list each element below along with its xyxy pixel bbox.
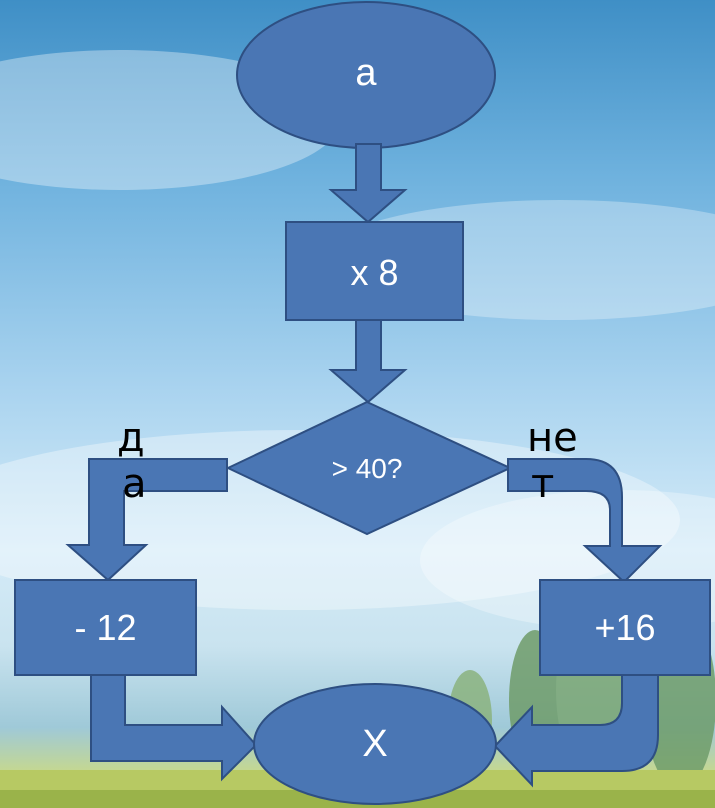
arrow-subtract-to-end (90, 674, 258, 782)
end-node-label: X (362, 723, 388, 765)
yes-branch-label-line2: а (122, 461, 147, 507)
arrow-multiply-to-condition (328, 319, 408, 404)
subtract-node-shape (14, 579, 197, 676)
add-node-shape (539, 579, 711, 676)
multiply-node-shape (285, 221, 464, 321)
condition-node-label: > 40? (331, 453, 403, 484)
no-branch-label-line2: т (531, 461, 555, 507)
arrow-add-to-end (493, 674, 659, 788)
arrow-start-to-multiply (328, 143, 408, 224)
start-node-label: a (355, 52, 377, 94)
subtract-node-label: - 12 (74, 607, 137, 648)
no-branch-label-line1: не (527, 415, 578, 461)
add-node-label: +16 (594, 607, 656, 648)
yes-branch-label-line1: д (117, 415, 145, 461)
end-node-shape (253, 683, 497, 805)
arrow-yes-branch (65, 458, 228, 582)
condition-node-shape (225, 400, 513, 536)
multiply-node-label: x 8 (350, 252, 399, 293)
